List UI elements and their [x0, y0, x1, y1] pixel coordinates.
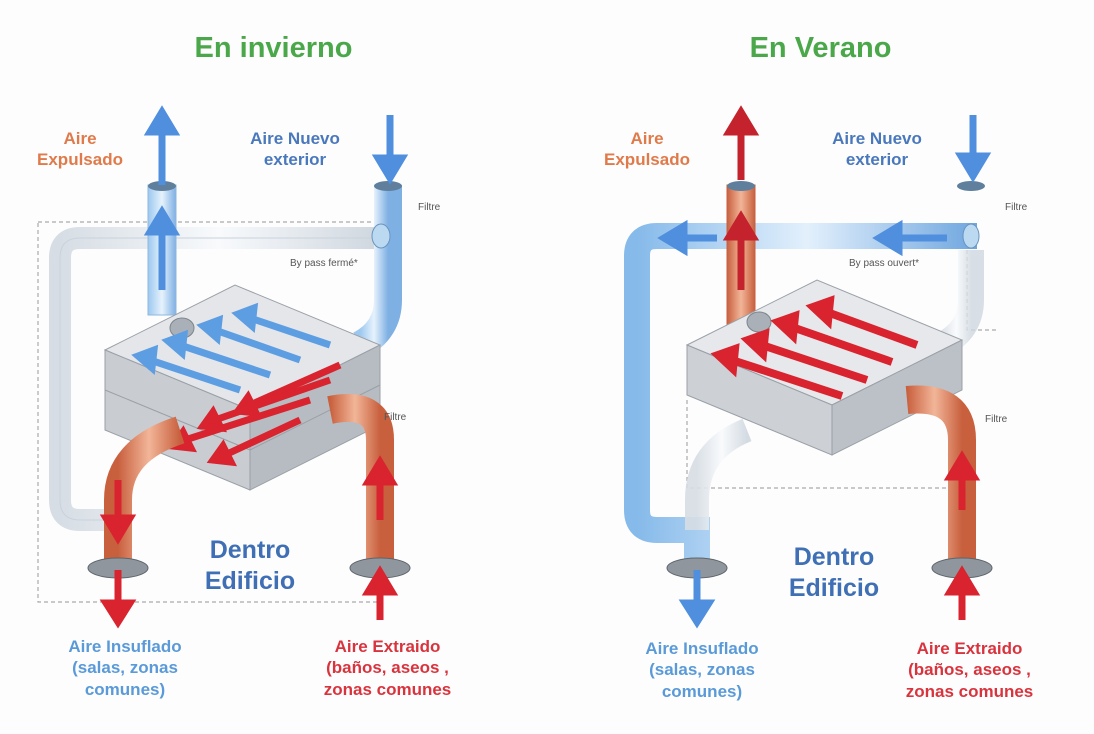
- summer-exhaust-arrow: [722, 105, 760, 290]
- summer-extract-arrow: [943, 450, 981, 620]
- summer-exhaust-label: Aire Expulsado: [604, 129, 690, 170]
- summer-fresh-duct: [935, 181, 985, 357]
- winter-building-label: Dentro Edificio: [204, 536, 296, 596]
- winter-fresh-duct: [352, 181, 402, 358]
- summer-filter-label: Filtre: [1005, 202, 1028, 213]
- summer-fresh-label: Aire Nuevo exterior: [832, 129, 922, 170]
- winter-filter2-label: Filtre: [384, 412, 407, 423]
- winter-supply-arrow: [99, 480, 137, 629]
- summer-fresh-arrow: [954, 115, 992, 183]
- summer-extract-duct: [905, 385, 993, 579]
- summer-filter2-label: Filtre: [985, 414, 1008, 425]
- winter-filter-label: Filtre: [418, 202, 441, 213]
- summer-title: En Verano: [749, 32, 892, 64]
- winter-extract-label: Aire Extraido (baños, aseos , zonas comu…: [323, 637, 452, 699]
- summer-supply-label: Aire Insuflado (salas, zonas comunes): [645, 639, 759, 701]
- summer-illustration: [624, 105, 997, 629]
- winter-fresh-label: Aire Nuevo exterior: [250, 129, 340, 170]
- summer-panel: En Verano Aire Expulsado Aire Nuevo exte…: [547, 0, 1094, 734]
- winter-fresh-arrow: [371, 115, 409, 185]
- winter-exhaust-arrow: [143, 105, 181, 290]
- winter-supply-label: Aire Insuflado (salas, zonas comunes): [68, 637, 182, 699]
- summer-building-label: Dentro Edificio: [788, 543, 880, 603]
- winter-title: En invierno: [194, 32, 353, 64]
- summer-inactive-supply-duct: [685, 418, 752, 530]
- summer-exchanger-warm-arrows: [710, 295, 919, 400]
- winter-exhaust-label: Aire Expulsado: [37, 129, 123, 170]
- winter-extract-arrow: [361, 455, 399, 620]
- summer-bypass-label: By pass ouvert*: [849, 258, 920, 269]
- winter-bypass-label: By pass fermé*: [290, 258, 358, 269]
- summer-extract-label: Aire Extraido (baños, aseos , zonas comu…: [905, 639, 1034, 701]
- winter-bypass-duct: [37, 221, 379, 603]
- winter-illustration: [37, 105, 411, 629]
- summer-bypass-arrows: [657, 219, 947, 629]
- winter-panel: En invierno Aire Expulsado Aire Nuevo ex…: [37, 32, 452, 699]
- winter-exchanger-cold-arrows: [131, 302, 332, 394]
